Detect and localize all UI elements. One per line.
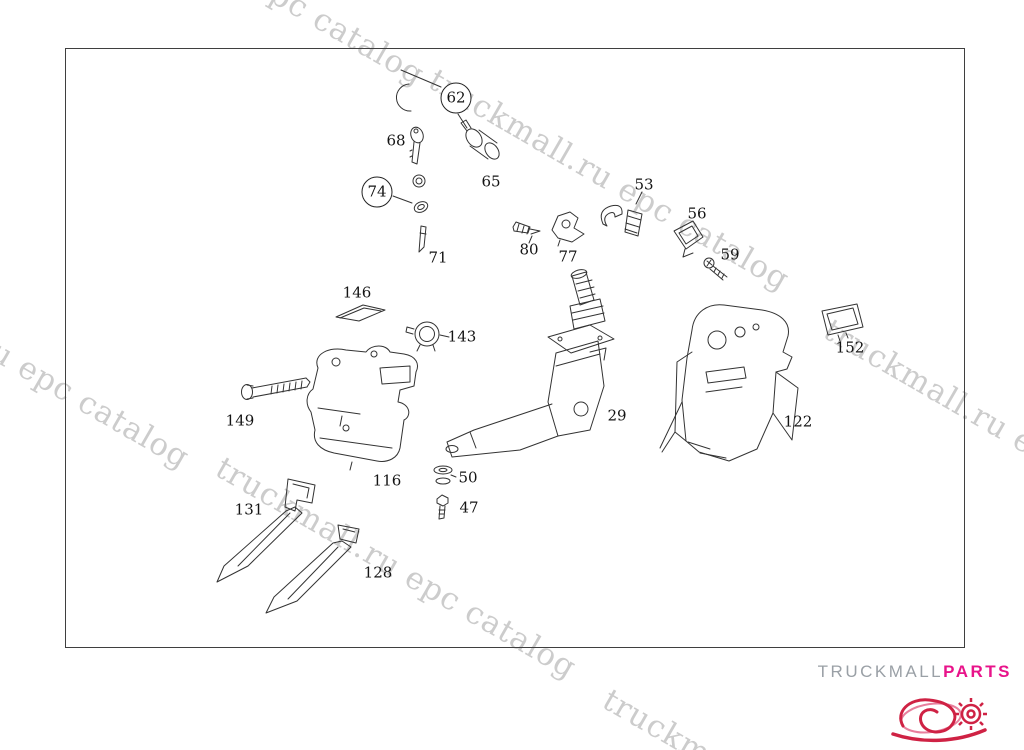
- part-53-illustration: [600, 191, 643, 237]
- part-label-149[interactable]: 149: [225, 411, 255, 430]
- housing-116-illustration: [306, 345, 418, 471]
- rings-74-illustration: [392, 174, 429, 213]
- part-label-47[interactable]: 47: [459, 498, 479, 517]
- screw-59-illustration: [703, 257, 728, 281]
- snap-ring-illustration: [396, 69, 442, 112]
- logo-brand-text: TRUCKMALL: [817, 662, 944, 681]
- lock-cylinder-65-illustration: [457, 113, 500, 160]
- plate-146-illustration: [335, 304, 386, 322]
- part-label-68[interactable]: 68: [386, 131, 406, 150]
- part-label-29[interactable]: 29: [607, 406, 627, 425]
- switch-152-illustration: [821, 303, 864, 342]
- part-label-74[interactable]: 74: [361, 176, 393, 208]
- part-label-53[interactable]: 53: [634, 175, 654, 194]
- panel-131-illustration: [216, 478, 316, 583]
- screw-47-illustration: [436, 494, 449, 520]
- steering-column-29-illustration: [445, 269, 615, 458]
- washer-50-illustration: [433, 465, 457, 485]
- part-label-71[interactable]: 71: [428, 248, 448, 267]
- part-label-146[interactable]: 146: [342, 283, 372, 302]
- diagram-frame: [65, 48, 965, 648]
- clamp-143-illustration: [405, 321, 450, 352]
- console-122-illustration: [659, 304, 799, 462]
- part-label-50[interactable]: 50: [458, 468, 478, 487]
- part-label-80[interactable]: 80: [519, 240, 539, 259]
- key-68-illustration: [409, 126, 424, 165]
- pin-71-illustration: [418, 225, 427, 253]
- part-label-116[interactable]: 116: [372, 471, 402, 490]
- part-80-illustration: [512, 221, 541, 244]
- part-77-illustration: [551, 211, 585, 247]
- part-label-143[interactable]: 143: [447, 327, 477, 346]
- part-label-122[interactable]: 122: [783, 412, 813, 431]
- part-label-59[interactable]: 59: [720, 245, 740, 264]
- part-label-62[interactable]: 62: [440, 82, 472, 114]
- bolt-149-illustration: [241, 377, 311, 400]
- site-logo: TRUCKMALLPARTS: [818, 662, 1012, 682]
- part-label-56[interactable]: 56: [687, 204, 707, 223]
- part-label-65[interactable]: 65: [481, 172, 501, 191]
- logo-suffix-text: PARTS: [943, 662, 1012, 681]
- panel-128-illustration: [265, 524, 360, 614]
- part-label-77[interactable]: 77: [558, 247, 578, 266]
- logo-swirl-icon: [891, 698, 987, 743]
- part-label-128[interactable]: 128: [363, 563, 393, 582]
- part-label-131[interactable]: 131: [234, 500, 264, 519]
- part-56-illustration: [673, 220, 704, 258]
- part-label-152[interactable]: 152: [835, 338, 865, 357]
